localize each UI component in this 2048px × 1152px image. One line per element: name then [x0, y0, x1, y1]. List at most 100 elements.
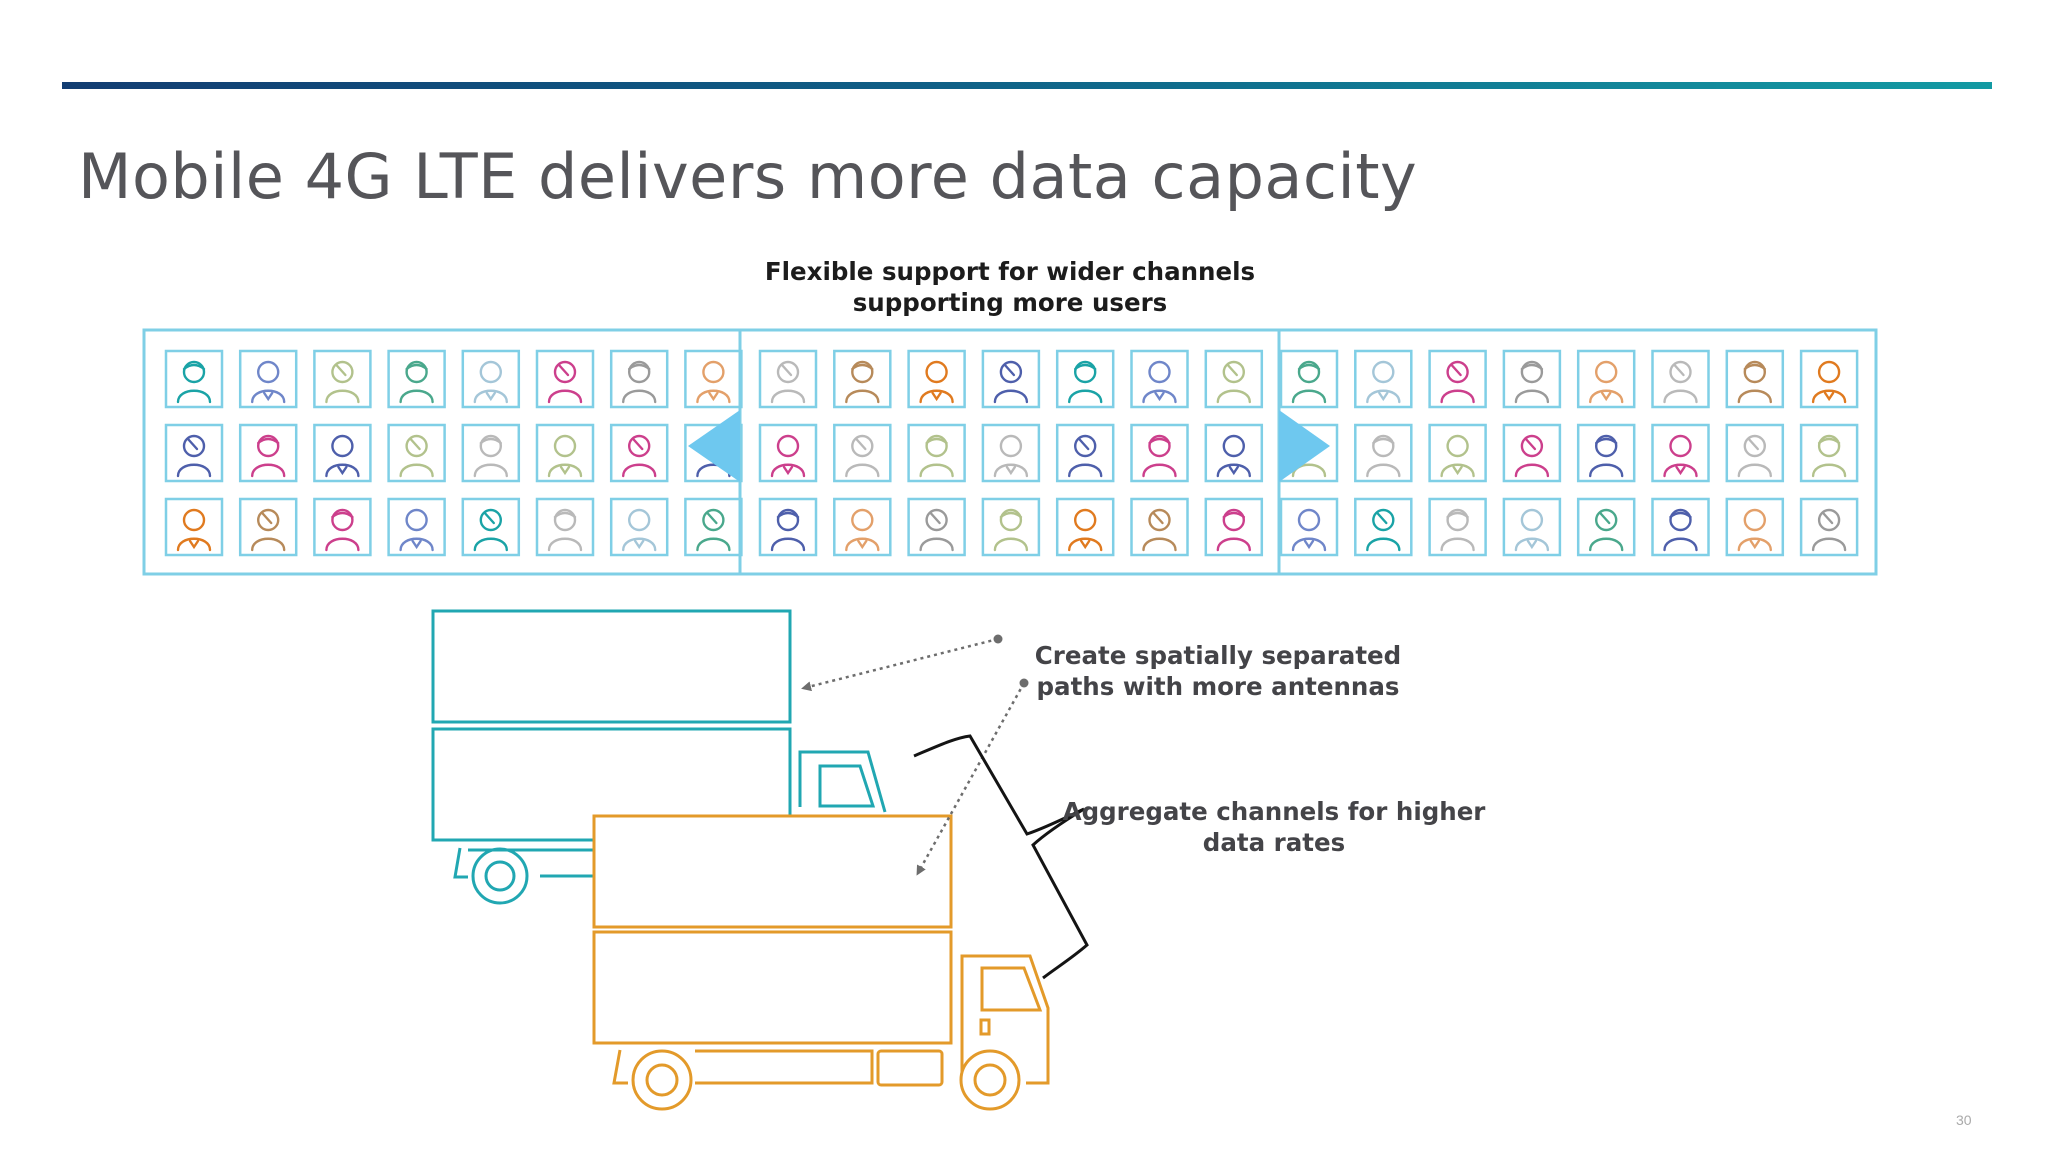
teal-truck-window [818, 764, 876, 808]
user-cell-frame [1204, 349, 1264, 409]
user-cell [535, 349, 595, 409]
orange-truck-chassis [695, 1049, 874, 1085]
person-icon [399, 508, 434, 552]
user-grid [142, 328, 1878, 576]
person-icon [1589, 360, 1624, 404]
person-icon [696, 508, 731, 552]
orange-truck-cab [960, 954, 1050, 1085]
user-cell-frame [313, 349, 372, 409]
person-icon [770, 360, 806, 404]
user-cell-frame [1354, 349, 1413, 409]
person-icon [1440, 360, 1475, 404]
slide-title: Mobile 4G LTE delivers more data capacit… [78, 140, 1418, 213]
user-cell [1651, 497, 1710, 557]
user-cell [1576, 423, 1636, 483]
user-cell-frame [1576, 497, 1636, 557]
user-cell-frame [535, 497, 595, 557]
person-icon [1663, 360, 1698, 404]
caption-line: paths with more antennas [1036, 672, 1400, 701]
user-cell [238, 423, 298, 483]
person-icon [547, 434, 583, 478]
user-cell-frame [1725, 349, 1785, 409]
person-icon [251, 360, 286, 404]
orange-truck-fuel-tank [876, 1049, 944, 1087]
pointer-to-orange-truck [916, 682, 1026, 876]
user-cell [1055, 497, 1115, 557]
person-icon [1811, 508, 1847, 552]
user-cell [1576, 349, 1636, 409]
user-cell-frame [238, 423, 298, 483]
user-cell-frame [1428, 497, 1487, 557]
caption-line: Flexible support for wider channels [764, 257, 1256, 286]
caption-aggregate: Aggregate channels for higher data rates [1063, 796, 1486, 858]
person-icon [473, 434, 508, 478]
user-cell-frame [981, 349, 1041, 409]
caption-line: Create spatially separated [1034, 641, 1402, 670]
person-icon [919, 360, 954, 404]
user-cell-frame [833, 349, 892, 409]
user-cell-frame [238, 349, 298, 409]
user-cell [907, 423, 966, 483]
orange-truck-front-hub [973, 1063, 1007, 1097]
user-cell [758, 497, 818, 557]
person-icon [770, 508, 806, 552]
person-icon [325, 360, 360, 404]
user-cell-frame [1130, 349, 1189, 409]
user-cell-frame [1799, 497, 1859, 557]
teal-truck-hub [484, 860, 516, 892]
person-icon [1737, 434, 1772, 478]
user-cell-frame [238, 497, 298, 557]
user-cell [1799, 423, 1859, 483]
user-cell-frame [1055, 497, 1115, 557]
person-icon [473, 508, 508, 552]
person-icon [919, 508, 954, 552]
user-cell [164, 423, 224, 483]
person-icon [622, 360, 657, 404]
person-icon [1589, 434, 1624, 478]
person-icon [1291, 360, 1327, 404]
user-cell [1204, 497, 1264, 557]
person-icon [1663, 434, 1698, 478]
user-cell-frame [1576, 349, 1636, 409]
user-cell [1725, 423, 1785, 483]
user-cell-frame [1799, 349, 1859, 409]
person-icon [1737, 360, 1772, 404]
user-cell-frame [387, 423, 446, 483]
person-icon [1366, 360, 1401, 404]
user-cell [1428, 423, 1487, 483]
orange-truck-front-wheel [959, 1049, 1021, 1111]
person-icon [845, 360, 880, 404]
user-cell-frame [758, 349, 818, 409]
truck-icon [431, 609, 887, 905]
person-icon [251, 434, 286, 478]
user-cell-frame [981, 423, 1041, 483]
user-cell-frame [907, 349, 966, 409]
person-icon [1663, 508, 1698, 552]
user-cell [609, 497, 669, 557]
person-icon [547, 508, 583, 552]
user-cell [387, 423, 446, 483]
user-cell-frame [387, 349, 446, 409]
user-cell-frame [535, 423, 595, 483]
user-cell [313, 423, 372, 483]
person-icon [399, 360, 434, 404]
person-icon [547, 360, 583, 404]
user-cell [1725, 349, 1785, 409]
person-icon [399, 434, 434, 478]
orange-truck-lower-cargo [592, 930, 953, 1045]
pointer-dot [1019, 678, 1029, 688]
person-icon [1737, 508, 1772, 552]
user-cell [1428, 497, 1487, 557]
user-cell-frame [684, 497, 743, 557]
user-cell [609, 349, 669, 409]
user-cell-frame [1354, 423, 1413, 483]
user-cell [684, 349, 743, 409]
user-cell-frame [907, 423, 966, 483]
user-cell-frame [387, 497, 446, 557]
user-cell [535, 423, 595, 483]
user-cell [1502, 423, 1562, 483]
brace-icon [913, 734, 1089, 980]
grid-center-channel [738, 328, 1281, 576]
person-icon [1142, 360, 1177, 404]
